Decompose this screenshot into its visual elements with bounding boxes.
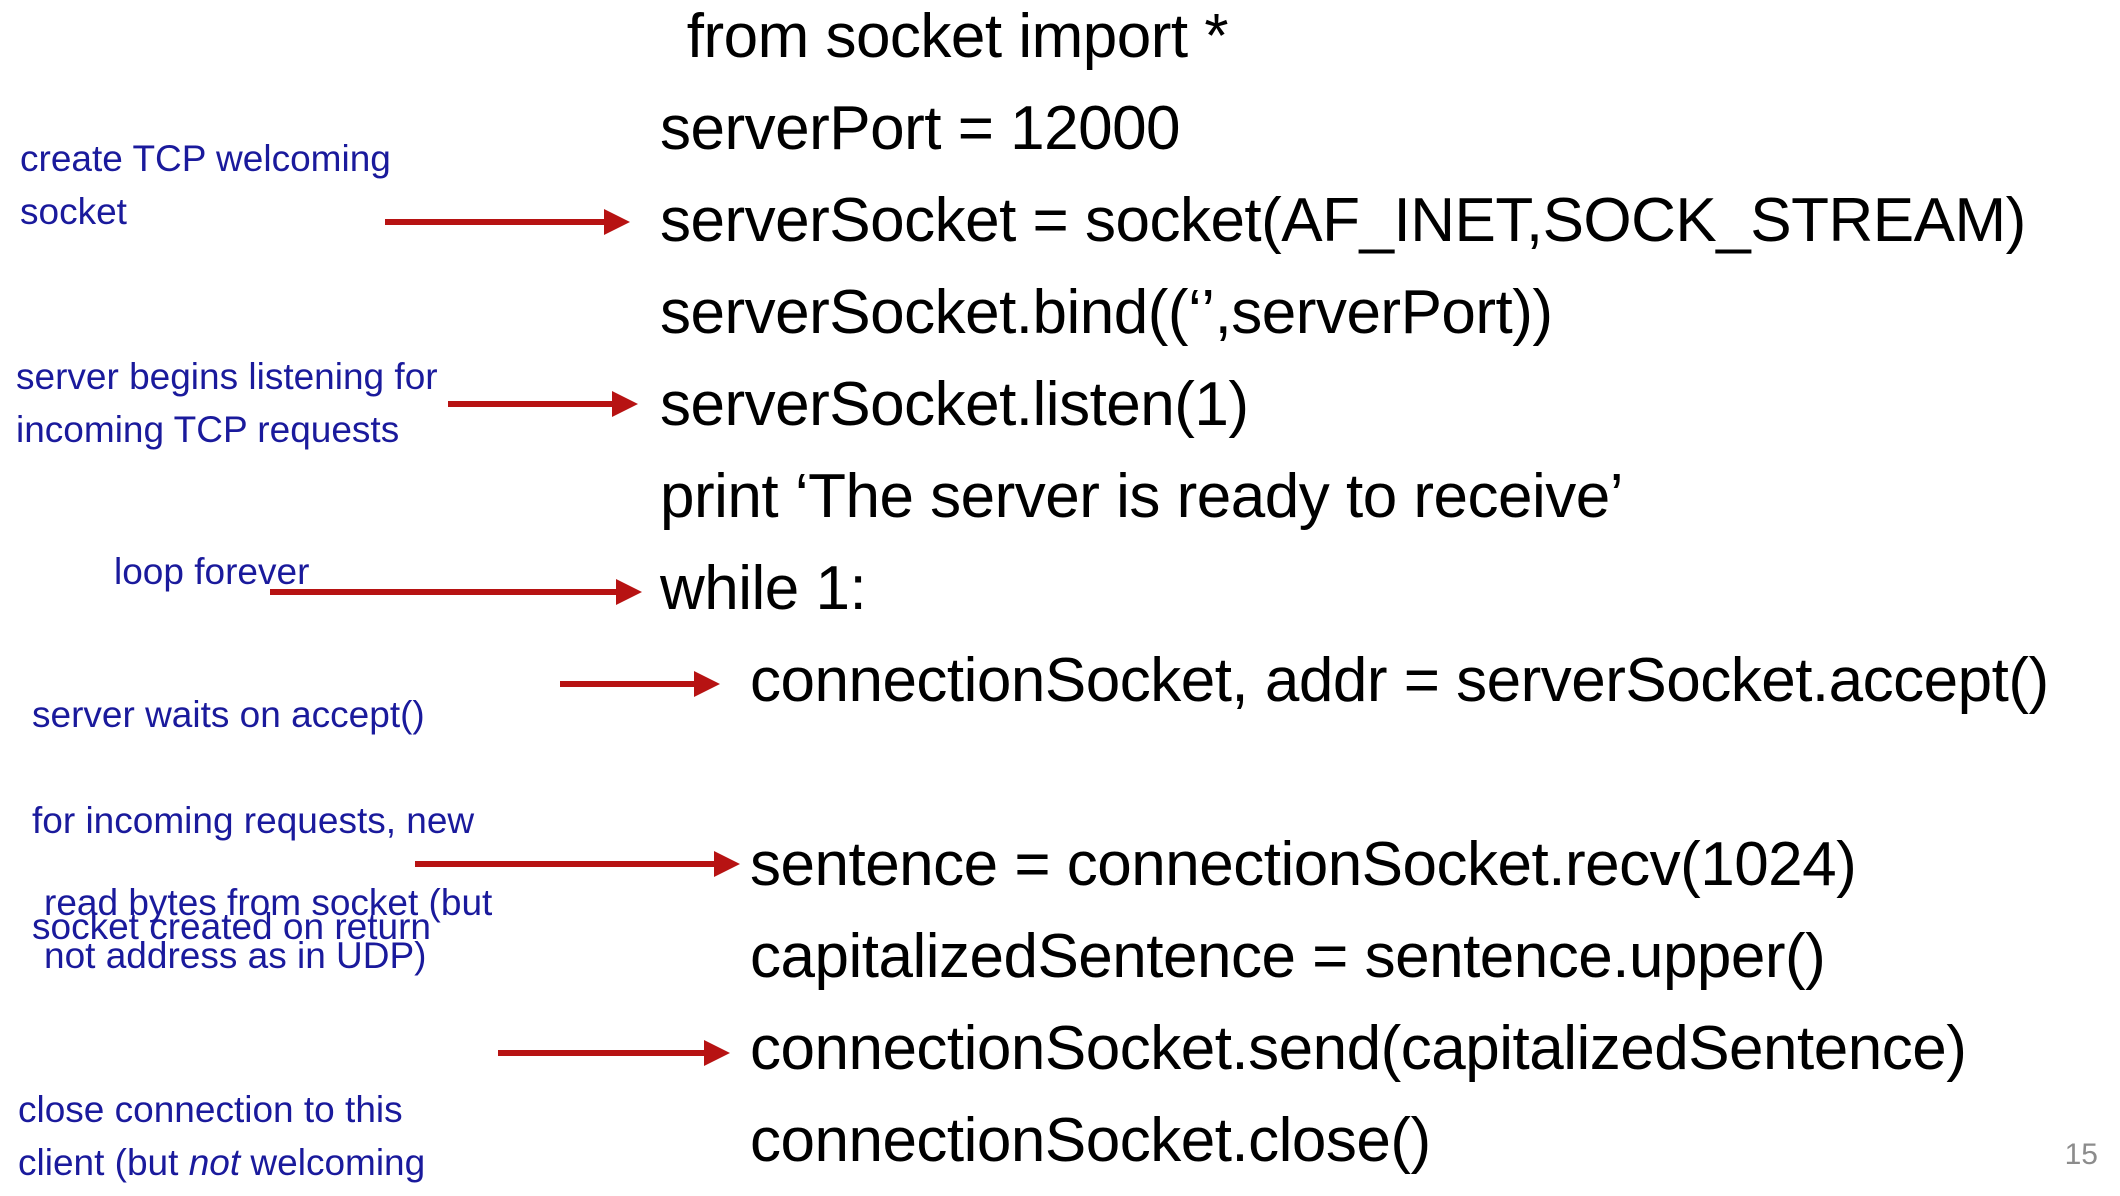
arrow-shaft [385, 219, 604, 225]
code-line-serversocket-listen: serverSocket.listen(1) [660, 370, 1249, 439]
arrow-head [714, 851, 740, 877]
arrow-shaft [560, 681, 694, 687]
annotation-accept-line-1: server waits on accept() [32, 694, 425, 735]
code-line-serversocket-bind: serverSocket.bind((‘’,serverPort)) [660, 278, 1553, 347]
code-line-serverport: serverPort = 12000 [660, 94, 1181, 163]
arrow-shaft [498, 1050, 704, 1056]
code-line-from-socket-import: from socket import * [670, 2, 1229, 71]
annotation-close-part-1: close connection to this client (but [18, 1089, 403, 1183]
arrow-shaft [270, 589, 616, 595]
annotation-loop-forever: loop forever [114, 551, 310, 592]
code-line-accept: connectionSocket, addr = serverSocket.ac… [750, 646, 2049, 715]
arrow-head [616, 579, 642, 605]
annotation-close-connection: close connection to this client (but not… [18, 1030, 578, 1196]
arrow-shaft [415, 861, 714, 867]
annotation-server-begins-listening: server begins listening for incoming TCP… [16, 356, 438, 450]
code-line-close: connectionSocket.close() [750, 1106, 1431, 1175]
code-line-print-ready: print ‘The server is ready to receive’ [660, 462, 1624, 531]
annotation-server-waits-on-accept: server waits on accept() for incoming re… [32, 635, 602, 1006]
annotation-read-bytes-from-socket: read bytes from socket (but not address … [44, 882, 493, 976]
arrow-head [704, 1040, 730, 1066]
annotation-create-welcoming-socket: create TCP welcoming socket [20, 138, 391, 232]
code-line-send: connectionSocket.send(capitalizedSentenc… [750, 1014, 1967, 1083]
arrow-head [612, 391, 638, 417]
arrow-head [604, 209, 630, 235]
code-line-upper: capitalizedSentence = sentence.upper() [750, 922, 1826, 991]
annotation-accept-line-2: for incoming requests, new [32, 800, 475, 841]
code-line-serversocket-create: serverSocket = socket(AF_INET,SOCK_STREA… [660, 186, 2026, 255]
code-line-recv: sentence = connectionSocket.recv(1024) [750, 830, 1857, 899]
annotation-close-emphasis: not [188, 1142, 241, 1183]
page-number: 15 [2064, 1138, 2098, 1171]
code-line-while-1: while 1: [660, 554, 867, 623]
arrow-shaft [448, 401, 612, 407]
arrow-head [694, 671, 720, 697]
annotation-accept-line-3: socket created on return [32, 906, 431, 947]
